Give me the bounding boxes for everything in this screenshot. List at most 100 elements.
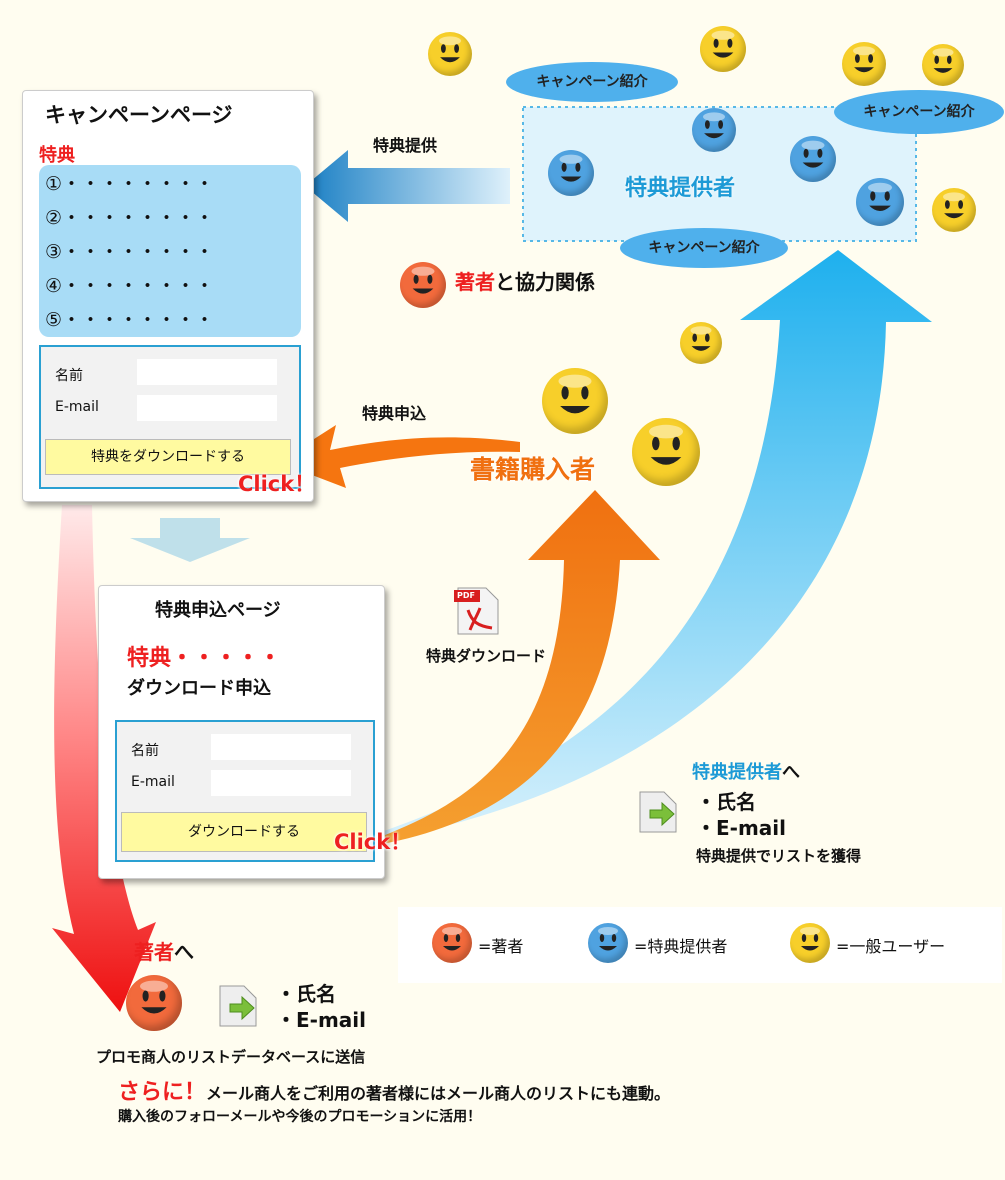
offer-arrow-label: 特典提供 [373, 136, 438, 155]
provider-heading-colored: 特典提供者 [692, 762, 782, 783]
face-features [932, 48, 954, 73]
provider-face-icon [548, 150, 594, 196]
buyer-flow-arrow [372, 490, 660, 846]
benefit-item-number: ① [45, 173, 63, 195]
benefit-list: ①・・・・・・・・ ②・・・・・・・・ ③・・・・・・・・ ④・・・・・・・・ … [39, 165, 301, 337]
benefit-item-number: ② [45, 207, 63, 229]
campaign-click-label: Click！ [238, 472, 316, 496]
campaign-intro-bubble: キャンペーン紹介 [620, 228, 788, 268]
author-word: 著者 [455, 270, 495, 294]
face-features [690, 326, 712, 351]
author-line-3: 購入後のフォローメールや今後のプロモーションに活用！ [118, 1109, 482, 1125]
send-data-icon-graphic [639, 791, 677, 833]
user-face-icon [842, 42, 886, 86]
face-features [598, 927, 618, 951]
user-face-icon [790, 923, 830, 963]
legend-user: =一般ユーザー [836, 937, 946, 956]
author-face-icon [432, 923, 472, 963]
provider-face-icon [856, 178, 904, 226]
benefit-item: ②・・・・・・・・ [45, 203, 214, 230]
provider-heading-suffix: へ [782, 762, 800, 783]
author-cooperation-label: 著者と協力関係 [455, 266, 595, 295]
send-data-icon [218, 984, 260, 1028]
face-features [411, 266, 435, 294]
send-data-icon-graphic [219, 985, 257, 1027]
provider-face-icon [692, 108, 736, 152]
offer-arrow [305, 150, 510, 222]
name-field[interactable] [211, 734, 351, 760]
author-line-2: メール商人をご利用の著者様にはメール商人のリストにも連動。 [206, 1084, 671, 1103]
cooperation-text: と協力関係 [495, 270, 595, 294]
campaign-page-panel: キャンペーンページ 特典 ①・・・・・・・・ ②・・・・・・・・ ③・・・・・・… [22, 90, 314, 502]
benefit-item-number: ④ [45, 275, 63, 297]
apply-arrow [278, 425, 520, 488]
user-face-icon [428, 32, 472, 76]
name-label: 名前 [55, 368, 83, 384]
provider-face-icon [588, 923, 628, 963]
buyer-label: 書籍購入者 [470, 455, 596, 484]
send-data-icon [638, 790, 680, 834]
apply-subtitle: ダウンロード申込 [127, 678, 271, 699]
download-button[interactable]: ダウンロードする [121, 812, 367, 852]
email-label: E-mail [131, 774, 175, 790]
benefit-item-dots: ・・・・・・・・ [62, 173, 215, 195]
benefit-item-number: ③ [45, 241, 63, 263]
email-field[interactable] [137, 395, 277, 421]
apply-click-label: Click！ [334, 830, 412, 854]
apply-benefit-label: 特典 [127, 646, 172, 671]
face-features [140, 980, 168, 1014]
pdf-icon: PDF [452, 586, 500, 636]
face-features [801, 140, 825, 168]
apply-form: 名前 E-mail ダウンロードする [115, 720, 375, 862]
provider-face-icon [790, 136, 836, 182]
face-features [442, 927, 462, 951]
face-features [711, 30, 735, 58]
user-face-icon [922, 44, 964, 86]
apply-page-title: 特典申込ページ [155, 600, 281, 621]
provider-item: ・E-mail [696, 816, 787, 840]
name-label: 名前 [131, 743, 159, 759]
face-features [649, 424, 683, 465]
user-face-icon [932, 188, 976, 232]
benefit-item: ⑤・・・・・・・・ [45, 305, 214, 332]
user-face-icon [632, 418, 700, 486]
download-benefit-button[interactable]: 特典をダウンロードする [45, 439, 291, 475]
face-features [800, 927, 820, 951]
benefit-item-dots: ・・・・・・・・ [62, 309, 215, 331]
apply-page-panel: 特典申込ページ 特典・・・・・ ダウンロード申込 名前 E-mail ダウンロー… [98, 585, 385, 879]
face-features [853, 46, 875, 73]
email-field[interactable] [211, 770, 351, 796]
author-line-2-wrap: さらに！メール商人をご利用の著者様にはメール商人のリストにも連動。 [118, 1074, 670, 1106]
face-features [943, 192, 965, 219]
benefit-item: ③・・・・・・・・ [45, 237, 214, 264]
benefit-item-dots: ・・・・・・・・ [62, 207, 215, 229]
legend-author: =著者 [478, 937, 524, 956]
apply-arrow-label: 特典申込 [362, 404, 427, 423]
user-face-icon [680, 322, 722, 364]
benefit-item: ④・・・・・・・・ [45, 271, 214, 298]
pdf-badge: PDF [457, 591, 475, 600]
campaign-intro-bubble: キャンペーン紹介 [506, 62, 678, 102]
provider-heading: 特典提供者へ [692, 758, 800, 784]
author-face-icon [126, 975, 182, 1031]
sarani-label: さらに！ [118, 1080, 207, 1105]
apply-benefit-dots: ・・・・・ [171, 646, 282, 671]
author-item: ・氏名 [276, 982, 336, 1006]
legend: =著者 =特典提供者 =一般ユーザー [398, 907, 1002, 983]
name-field[interactable] [137, 359, 277, 385]
author-heading-suffix: へ [174, 940, 194, 964]
next-page-arrow [130, 518, 250, 562]
user-face-icon [700, 26, 746, 72]
author-item: ・E-mail [276, 1008, 367, 1032]
provider-note: 特典提供でリストを獲得 [696, 847, 862, 865]
user-face-icon [542, 368, 608, 434]
campaign-benefit-heading: 特典 [39, 145, 75, 166]
benefit-item: ①・・・・・・・・ [45, 169, 214, 196]
author-heading: 著者へ [134, 936, 194, 965]
campaign-form: 名前 E-mail 特典をダウンロードする [39, 345, 301, 489]
benefit-item-number: ⑤ [45, 309, 63, 331]
pdf-caption: 特典ダウンロード [426, 647, 547, 665]
provider-flow-arrow [370, 250, 932, 842]
face-features [703, 112, 725, 139]
